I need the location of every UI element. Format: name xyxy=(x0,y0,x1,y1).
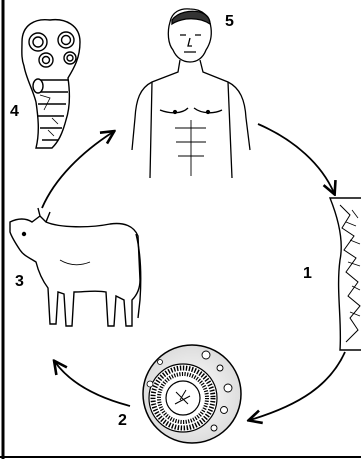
arrow-egg-to-cattle xyxy=(55,362,130,406)
scolex-illustration xyxy=(22,20,80,148)
arrow-human-to-segment xyxy=(258,124,334,193)
stage-label-2: 2 xyxy=(118,412,127,429)
stage-label-4: 4 xyxy=(10,103,19,120)
stage-label-5: 5 xyxy=(225,13,234,30)
arrow-segment-to-egg xyxy=(250,352,345,420)
egg-illustration xyxy=(143,345,241,443)
human-illustration xyxy=(132,9,250,178)
proglottid-illustration xyxy=(330,198,361,350)
cattle-illustration xyxy=(10,208,141,326)
stage-label-3: 3 xyxy=(15,273,24,290)
stage-label-1: 1 xyxy=(303,265,312,282)
